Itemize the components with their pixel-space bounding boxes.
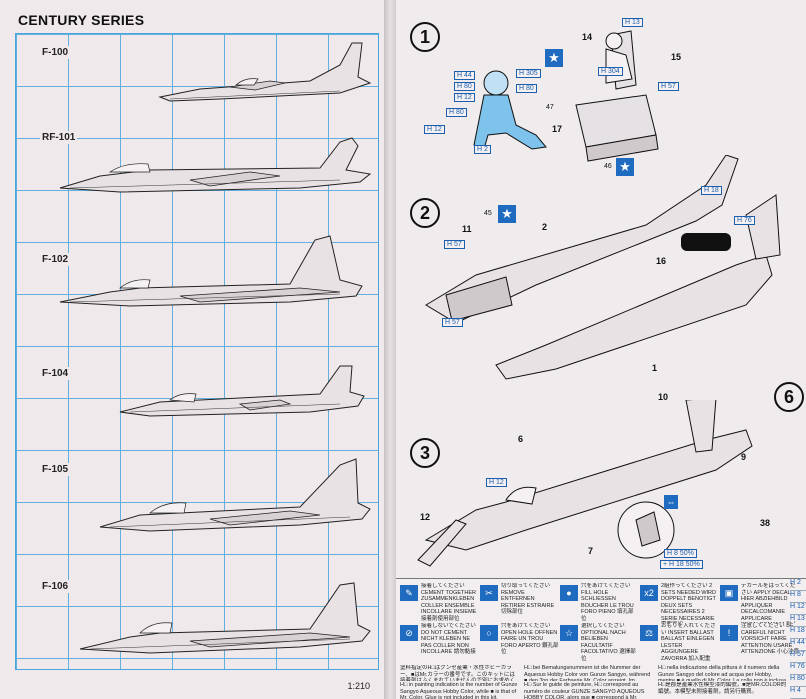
legend-item: ✎接着してください CEMENT TOGETHER ZUSAMMENKLEBEN… xyxy=(400,583,480,623)
legend-item: ▣デカールをはってください APPLY DECAL HIER ABZIEHBIL… xyxy=(720,583,800,623)
cement-icon: ✎ xyxy=(400,585,418,601)
step-2-number: 2 xyxy=(410,198,440,228)
paint-code: H 80 xyxy=(516,84,537,93)
part-number: 15 xyxy=(671,52,682,62)
paint-code: H 80 xyxy=(446,108,467,117)
paint-code: H 57 xyxy=(658,82,679,91)
aircraft-label-f106: F-106 xyxy=(40,580,71,593)
paint-code: H 12 xyxy=(454,93,475,102)
part-number: 10 xyxy=(658,392,669,402)
part-number: 14 xyxy=(582,32,593,42)
aircraft-profile-rf101 xyxy=(59,137,372,193)
apply-decal-icon: ▣ xyxy=(720,585,738,601)
part-number: 9 xyxy=(741,452,747,462)
decal-star-icon: ★ xyxy=(498,205,516,223)
paint-code: H 12 xyxy=(424,125,445,134)
step-6-number: 6 xyxy=(774,382,804,412)
aircraft-label-f104: F-104 xyxy=(40,367,71,380)
legend-item: ●穴をあけてください FILL HOLE SCHLIESSEN BOUCHER … xyxy=(560,583,640,623)
step-2-illustration xyxy=(425,155,781,380)
paint-code: H 18 xyxy=(701,186,722,195)
paint-code: H 8 50% xyxy=(664,549,697,558)
paint-code: H 2 xyxy=(474,145,491,154)
fill-hole-icon: ● xyxy=(560,585,578,601)
decal-number: 46 xyxy=(604,163,612,170)
paint-code: H 80 xyxy=(454,82,475,91)
step-3-number: 3 xyxy=(410,438,440,468)
paint-code: H 304 xyxy=(598,67,623,76)
step-3-illustration xyxy=(417,400,753,567)
right-page: 1 2 3 6 ★ ★ ★ ⇔ 14 15 17 11 2 16 1 10 6 … xyxy=(396,0,806,699)
aircraft-label-f105: F-105 xyxy=(40,463,71,476)
remove-icon: ✂ xyxy=(480,585,498,601)
paint-code: H 12 xyxy=(486,478,507,487)
legend-item: ⚖おもりを入れてください INSERT BALLAST BALLAST EINL… xyxy=(640,623,720,663)
part-number: 7 xyxy=(588,546,594,556)
paint-code-table: H 2 H 8 H 12 H 13 H 18 H 44 H 57 H 76 H … xyxy=(790,579,806,699)
symbol-legend: ✎接着してください CEMENT TOGETHER ZUSAMMENKLEBEN… xyxy=(396,578,806,699)
careful-icon: ! xyxy=(720,625,738,641)
direction-arrow-icon: ⇔ xyxy=(664,495,678,509)
decal-star-icon: ★ xyxy=(545,49,563,67)
no-cement-icon: ⊘ xyxy=(400,625,418,641)
paint-code: + H 18 50% xyxy=(660,560,703,569)
ballast-icon: ⚖ xyxy=(640,625,658,641)
legend-item: ⊘接着しないでください DO NOT CEMENT NICHT KLEBEN N… xyxy=(400,623,480,663)
step-1-number: 1 xyxy=(410,22,440,52)
aircraft-profile-f105 xyxy=(99,458,371,532)
legend-item: !注意してください BE CAREFUL NICHT VORSICHT FAIR… xyxy=(720,623,800,663)
part-number: 17 xyxy=(552,124,563,134)
step-1-illustration xyxy=(473,30,659,162)
note-japanese: 塗料指定のH□はグンゼ産業・水性ホビーカラー、■はMr.カラーの番号です。このキ… xyxy=(400,665,516,681)
decal-star-icon: ★ xyxy=(616,158,634,176)
aircraft-profile-f102 xyxy=(59,235,363,307)
open-hole-icon: ○ xyxy=(480,625,498,641)
decal-number: 47 xyxy=(546,104,554,111)
decal-number: 45 xyxy=(484,210,492,217)
note-german: H□ bei Bemalungsnummern ist die Nummer d… xyxy=(524,665,651,681)
note-english: H□ in painting indication is the number … xyxy=(400,682,518,699)
aircraft-label-f100: F-100 xyxy=(40,46,71,59)
part-number: 16 xyxy=(656,256,667,266)
two-sets-icon: x2 xyxy=(640,585,658,601)
page-fold xyxy=(384,0,396,699)
paint-code: H 305 xyxy=(516,69,541,78)
part-number: 6 xyxy=(518,434,524,444)
part-number: 2 xyxy=(542,222,548,232)
paint-code: H 57 xyxy=(442,318,463,327)
aircraft-profile-f106 xyxy=(79,582,371,654)
optional-icon: ☆ xyxy=(560,625,578,641)
legend-item: ☆選択してください OPTIONAL NACH BELIEBEN FACULTA… xyxy=(560,623,640,663)
part-number: 38 xyxy=(760,518,771,528)
scale-indicator: 1:210 xyxy=(347,681,370,691)
aircraft-label-rf101: RF-101 xyxy=(40,131,78,144)
paint-code: H 57 xyxy=(444,240,465,249)
paint-code: H 44 xyxy=(454,71,475,80)
legend-item: ○穴をあけてください OPEN HOLE OFFNEN FAIRE UN TRO… xyxy=(480,623,560,663)
part-number: 12 xyxy=(420,512,431,522)
note-chinese: H□是郡是產業水性模型漆的編號，■是MR.COLOR的編號。本模型未附接着劑，請… xyxy=(658,682,787,695)
legend-item: ✂切り取ってください REMOVE ENTFERNEN RETIRER ESTR… xyxy=(480,583,560,623)
aircraft-profile-f100 xyxy=(158,42,372,102)
aircraft-label-f102: F-102 xyxy=(40,253,71,266)
part-number: 11 xyxy=(462,224,472,234)
note-french: H□ Sur le guide de peinture, H□ correspo… xyxy=(524,682,645,699)
part-number: 1 xyxy=(652,363,658,373)
page-title: CENTURY SERIES xyxy=(18,12,145,28)
left-page: CENTURY SERIES F-100 RF-101 F-102 F-104 … xyxy=(0,0,384,699)
paint-code: H 13 xyxy=(622,18,643,27)
note-italian: H□ nella indicazione della pittura è il … xyxy=(658,665,787,681)
paint-code: H 76 xyxy=(734,216,755,225)
aircraft-profile-f104 xyxy=(119,365,365,417)
